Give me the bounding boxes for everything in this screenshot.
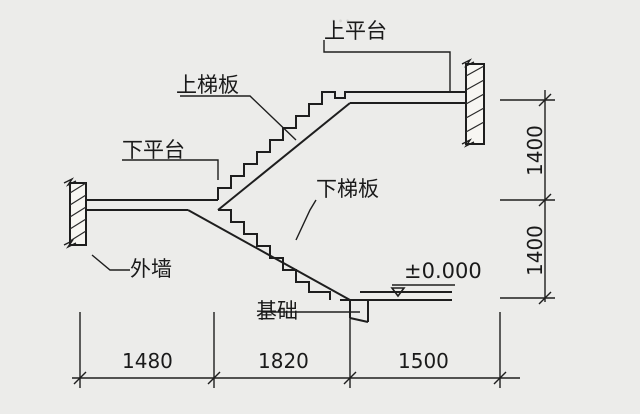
vertical-dimension <box>500 90 555 305</box>
outer-wall-section <box>63 177 87 249</box>
leader-lines <box>91 40 451 320</box>
dim-vertical-1: 1400 <box>523 125 547 176</box>
outer-wall-label: 外墙 <box>130 257 172 281</box>
dim-horizontal-1: 1480 <box>122 349 173 373</box>
upper-flight-label: 上梯板 <box>176 73 239 97</box>
lower-landing-slab <box>86 199 218 211</box>
dim-horizontal-3: 1500 <box>398 349 449 373</box>
dim-horizontal-2: 1820 <box>258 349 309 373</box>
background-text: ... <box>330 3 351 28</box>
foundation-label: 基础 <box>256 299 298 323</box>
lower-flight-label: 下梯板 <box>316 177 379 201</box>
upper-landing-label: 上平台 <box>324 19 387 43</box>
upper-wall-section <box>461 58 485 148</box>
elevation-label: ±0.000 <box>404 259 482 283</box>
lower-landing-label: 下平台 <box>122 138 185 162</box>
svg-text:...: ... <box>330 3 351 28</box>
lower-flight-steps <box>187 209 351 301</box>
foundation <box>340 291 452 323</box>
upper-landing-slab <box>350 91 466 104</box>
elevation-mark <box>390 284 455 298</box>
dim-vertical-2: 1400 <box>523 225 547 276</box>
horizontal-dimension <box>72 312 520 388</box>
